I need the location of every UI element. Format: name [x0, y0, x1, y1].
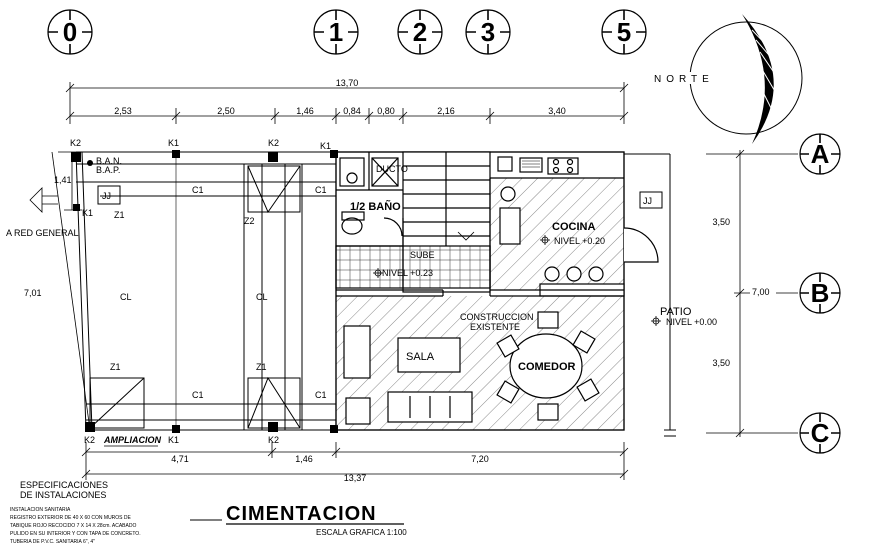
- dim-bottom-1: 4,71: [171, 454, 189, 464]
- construccion-label: CONSTRUCCION: [460, 312, 534, 322]
- patio-outline: [624, 153, 676, 437]
- dim-top-5: 0,80: [377, 106, 395, 116]
- top-dimension-texts: 13,70 2,53 2,50 1,46 0,84 0,80 2,16 3,40: [114, 78, 566, 116]
- top-dimension-lines: [65, 82, 629, 124]
- bottom-dimension-lines: [81, 442, 629, 480]
- axis-label-1: 1: [329, 17, 343, 47]
- ban-label: B.A.N.: [96, 156, 122, 166]
- specs-line-3: TABIQUE ROJO RECOCIDO 7 X 14 X 28cm. ACA…: [10, 523, 136, 529]
- k1-top-right: K1: [320, 141, 331, 151]
- axis-numbers-top: 0 1 2 3 5: [58, 17, 636, 47]
- existente-label: EXISTENTE: [470, 322, 520, 332]
- z2-label: Z2: [244, 216, 255, 226]
- north-label: NORTE: [654, 74, 714, 85]
- foundation-beams: [75, 151, 336, 431]
- sube-label: SUBE: [410, 250, 435, 260]
- nivel-patio: NIVEL +0.00: [666, 317, 717, 327]
- k2-top-left: K2: [70, 138, 81, 148]
- z1-bottom-left: Z1: [110, 362, 121, 372]
- axis-label-0: 0: [63, 17, 77, 47]
- axis-letters-right: A B C: [809, 139, 831, 448]
- specs-line-1: INSTALACION SANITARIA: [10, 507, 71, 513]
- right-dimension-texts: 3,50 3,50 7,00: [712, 217, 776, 368]
- red-general-label: A RED GENERAL: [6, 228, 79, 238]
- ducto-label: DUCTO: [376, 164, 408, 174]
- drawing-scale: ESCALA GRAFICA 1:100: [316, 528, 407, 537]
- dim-left-small: 1,41: [54, 175, 72, 185]
- cl-left: CL: [120, 292, 132, 302]
- k1-left: K1: [82, 208, 93, 218]
- specs-heading-2: DE INSTALACIONES: [20, 490, 106, 500]
- k1-top: K1: [168, 138, 179, 148]
- foundation-labels: K2 K1 K2 K1 K1 Z1 Z2 C1 C1 B.A.N. B.A.P.…: [70, 138, 331, 445]
- nivel-cocina: NIVEL +0.20: [554, 236, 605, 246]
- room-cocina: COCINA: [552, 221, 595, 233]
- north-arrow-symbol: NORTE: [652, 14, 803, 144]
- axis-label-5: 5: [617, 17, 631, 47]
- c1-bottom-right: C1: [315, 390, 327, 400]
- registry-symbol-left: JJ: [102, 191, 111, 201]
- room-comedor: COMEDOR: [518, 361, 576, 373]
- c1-bottom-left: C1: [192, 390, 204, 400]
- dim-overall-top: 13,70: [336, 78, 359, 88]
- axis-label-b: B: [811, 278, 830, 308]
- drawing-title: CIMENTACION: [226, 503, 377, 525]
- dim-left-total: 7,01: [24, 288, 42, 298]
- k2-bottom-left: K2: [84, 435, 95, 445]
- specs-line-5: TUBERIA DE P.V.C. SANITARIA 6", 4": [10, 539, 95, 545]
- left-dimension-lines: [29, 151, 91, 431]
- axis-label-c: C: [811, 418, 830, 448]
- existing-house-walls: [335, 151, 659, 431]
- k2-bottom-mid: K2: [268, 435, 279, 445]
- z1-bottom-mid: Z1: [256, 362, 267, 372]
- axis-label-3: 3: [481, 17, 495, 47]
- room-bano: 1/2 BAÑO: [350, 200, 401, 213]
- dim-top-3: 1,46: [296, 106, 314, 116]
- z1-top-left: Z1: [114, 210, 125, 220]
- nivel-stair: NIVEL +0.23: [382, 268, 433, 278]
- bap-label: B.A.P.: [96, 165, 120, 175]
- dim-top-4: 0,84: [343, 106, 361, 116]
- c1-top-right: C1: [315, 185, 327, 195]
- specs-line-4: PULIDO EN SU INTERIOR Y CON TAPA DE CONC…: [10, 531, 141, 537]
- left-dimension-texts: 1,41 7,01 A RED GENERAL: [6, 175, 79, 298]
- k2-top-mid: K2: [268, 138, 279, 148]
- room-sala: SALA: [406, 351, 435, 363]
- house-labels: DUCTO 1/2 BAÑO COCINA NIVEL +0.20 SUBE N…: [350, 164, 717, 373]
- columns: [71, 150, 338, 433]
- dim-right-total: 7,00: [752, 287, 770, 297]
- level-markers: [373, 235, 661, 326]
- axis-label-2: 2: [413, 17, 427, 47]
- cl-mid: CL: [256, 292, 268, 302]
- registry-symbol-patio: JJ: [643, 196, 652, 206]
- dim-overall-bottom: 13,37: [344, 473, 367, 483]
- dim-top-7: 3,40: [548, 106, 566, 116]
- dim-bottom-3: 7,20: [471, 454, 489, 464]
- installation-specs: ESPECIFICACIONES DE INSTALACIONES INSTAL…: [10, 480, 141, 545]
- room-patio: PATIO: [660, 306, 692, 318]
- dim-top-2: 2,50: [217, 106, 235, 116]
- drawing-title-block: CIMENTACION ESCALA GRAFICA 1:100: [190, 503, 407, 537]
- specs-line-2: REGISTRO EXTERIOR DE 40 X 60 CON MUROS D…: [10, 515, 132, 521]
- specs-heading-1: ESPECIFICACIONES: [20, 480, 108, 490]
- dim-top-6: 2,16: [437, 106, 455, 116]
- c1-top-left: C1: [192, 185, 204, 195]
- dim-right-1: 3,50: [712, 217, 730, 227]
- dim-bottom-2: 1,46: [295, 454, 313, 464]
- dim-top-1: 2,53: [114, 106, 132, 116]
- axis-label-a: A: [811, 139, 830, 169]
- bottom-dimension-texts: 4,71 1,46 7,20 13,37: [171, 454, 489, 483]
- ampliacion-label: AMPLIACION: [103, 435, 161, 445]
- k1-bottom: K1: [168, 435, 179, 445]
- dim-right-2: 3,50: [712, 358, 730, 368]
